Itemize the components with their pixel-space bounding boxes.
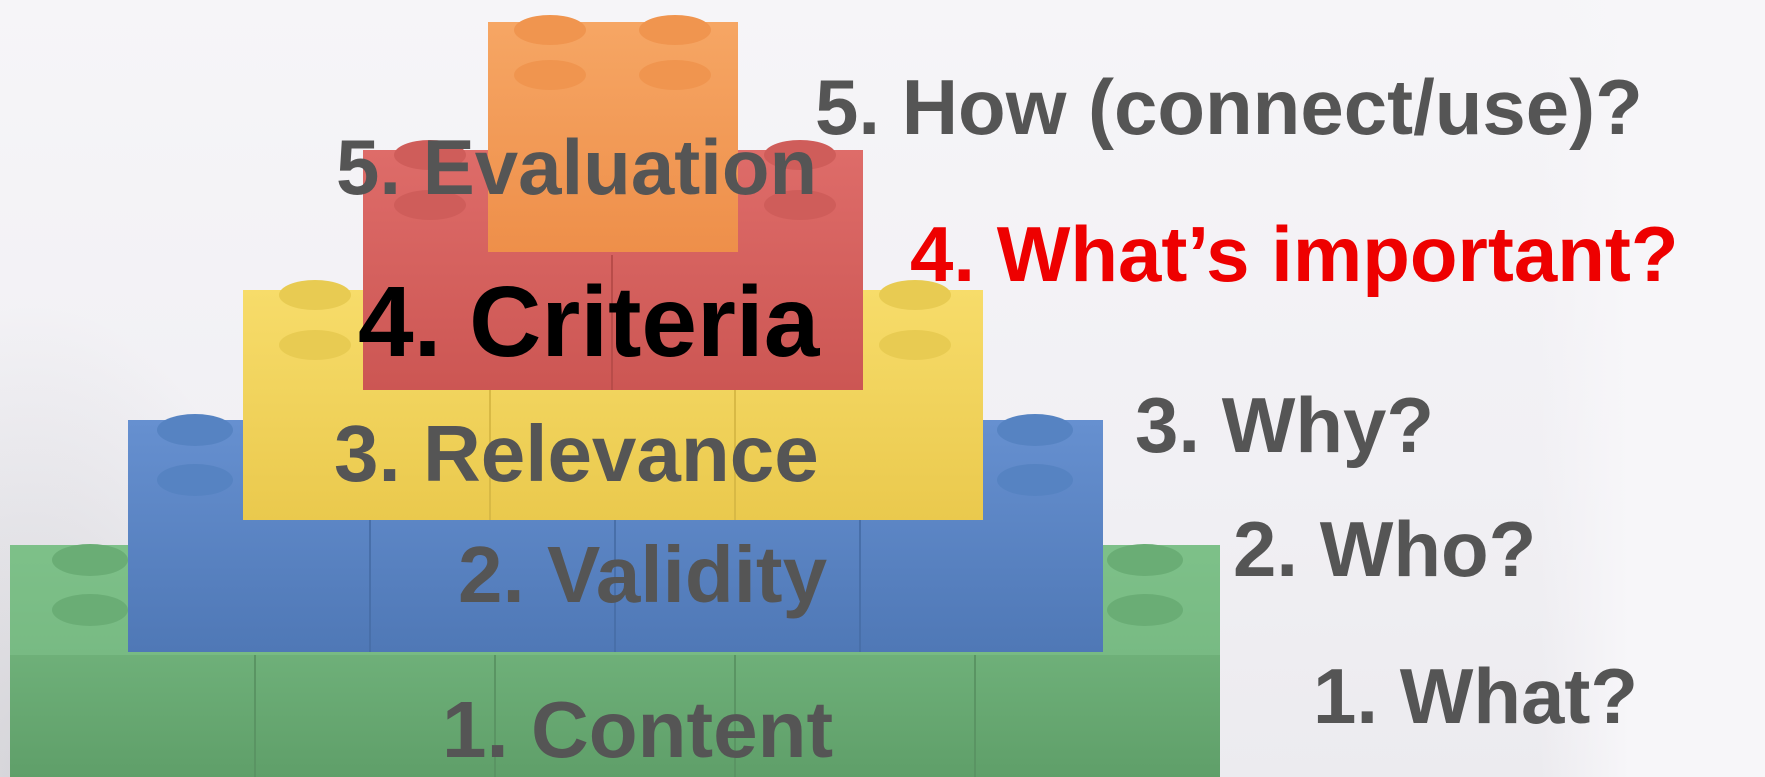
question-1: 1. What? — [1313, 652, 1638, 740]
background-fade — [1540, 0, 1765, 777]
level-5-label: 5. Evaluation — [336, 123, 818, 211]
level-4-label: 4. Criteria — [358, 266, 820, 378]
orange-brick-top — [488, 15, 738, 252]
level-1-label: 1. Content — [442, 685, 834, 774]
question-2: 2. Who? — [1233, 505, 1537, 593]
question-3: 3. Why? — [1135, 381, 1435, 469]
question-5: 5. How (connect/use)? — [815, 63, 1643, 151]
level-3-label: 3. Relevance — [334, 409, 819, 498]
question-4: 4. What’s important? — [910, 210, 1679, 298]
level-2-label: 2. Validity — [458, 530, 828, 619]
